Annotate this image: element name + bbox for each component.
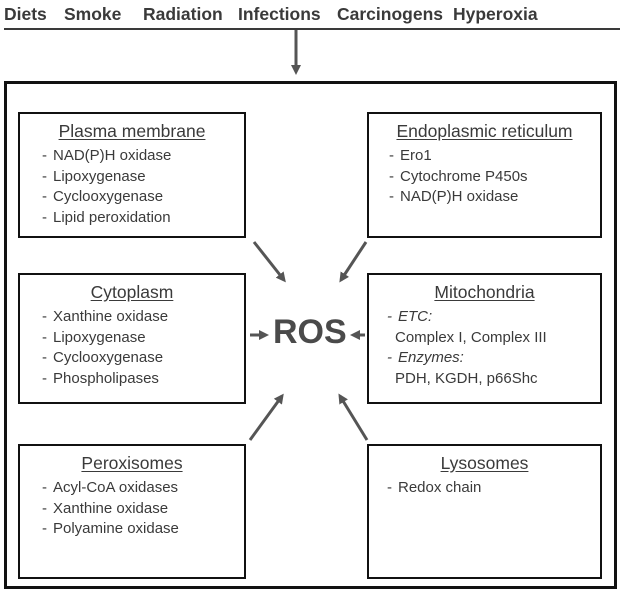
box-peroxisomes: Peroxisomes -Acyl-CoA oxidases -Xanthine…	[18, 444, 246, 579]
arrow-er-to-ros	[339, 241, 368, 283]
list-item: -Ero1	[389, 147, 432, 164]
cell-frame	[4, 81, 617, 589]
list-item: -Lipoxygenase	[42, 167, 146, 185]
enzymes-heading: -Enzymes:	[387, 349, 464, 366]
etc-items: Complex I, Complex III	[395, 328, 547, 346]
list-item: -Redox chain	[387, 479, 482, 496]
list-item: -Lipoxygenase	[42, 328, 146, 346]
factors-rule	[4, 28, 620, 30]
item-list: -Xanthine oxidase -Lipoxygenase -Cycloox…	[42, 307, 168, 389]
box-endoplasmic-reticulum: Endoplasmic reticulum -Ero1 -Cytochrome …	[367, 112, 602, 238]
box-mitochondria: Mitochondria -ETC: Complex I, Complex II…	[367, 273, 602, 404]
item-list: -NAD(P)H oxidase -Lipoxygenase -Cyclooxy…	[42, 146, 171, 228]
box-title: Plasma membrane	[58, 121, 206, 141]
item-list: -Redox chain	[387, 478, 481, 499]
list-item: -Polyamine oxidase	[42, 520, 179, 537]
list-item: -Cyclooxygenase	[42, 349, 164, 366]
ros-label: ROS	[273, 313, 347, 351]
enzymes-items: PDH, KGDH, p66Shc	[395, 369, 538, 387]
factor-infections: Infections	[238, 4, 321, 24]
box-title: Peroxisomes	[81, 453, 183, 473]
factor-carcinogens: Carcinogens	[337, 4, 443, 24]
box-title: Endoplasmic reticulum	[396, 121, 573, 141]
etc-heading: -ETC:	[387, 308, 433, 325]
list-item: -Lipid peroxidation	[42, 208, 171, 226]
list-item: -Xanthine oxidase	[42, 499, 169, 517]
list-item: -Phospholipases	[42, 369, 159, 387]
list-item: -Cytochrome P450s	[389, 167, 528, 185]
arrow-peroxisomes-to-ros	[248, 393, 284, 441]
item-list: -Acyl-CoA oxidases -Xanthine oxidase -Po…	[42, 478, 179, 540]
box-title: Mitochondria	[434, 282, 535, 302]
factor-smoke: Smoke	[64, 4, 122, 24]
box-title: Lysosomes	[440, 453, 529, 473]
list-item: -Cyclooxygenase	[42, 188, 164, 205]
list-item: -NAD(P)H oxidase	[389, 188, 519, 205]
list-item: -Xanthine oxidase	[42, 308, 169, 325]
arrow-lysosomes-to-ros	[338, 393, 369, 441]
factor-diets: Diets	[4, 4, 47, 24]
factor-radiation: Radiation	[143, 4, 223, 24]
box-cytoplasm: Cytoplasm -Xanthine oxidase -Lipoxygenas…	[18, 273, 246, 404]
item-list: -ETC: Complex I, Complex III -Enzymes: P…	[387, 307, 547, 389]
box-title: Cytoplasm	[90, 282, 174, 302]
factor-hyperoxia: Hyperoxia	[453, 4, 538, 24]
list-item: -Acyl-CoA oxidases	[42, 479, 179, 496]
arrow-plasma-to-ros	[252, 241, 286, 283]
list-item: -NAD(P)H oxidase	[42, 147, 172, 164]
item-list: -Ero1 -Cytochrome P450s -NAD(P)H oxidase	[389, 146, 528, 208]
external-factors: Diets Smoke Radiation Infections Carcino…	[0, 0, 625, 30]
box-lysosomes: Lysosomes -Redox chain	[367, 444, 602, 579]
box-plasma-membrane: Plasma membrane -NAD(P)H oxidase -Lipoxy…	[18, 112, 246, 238]
